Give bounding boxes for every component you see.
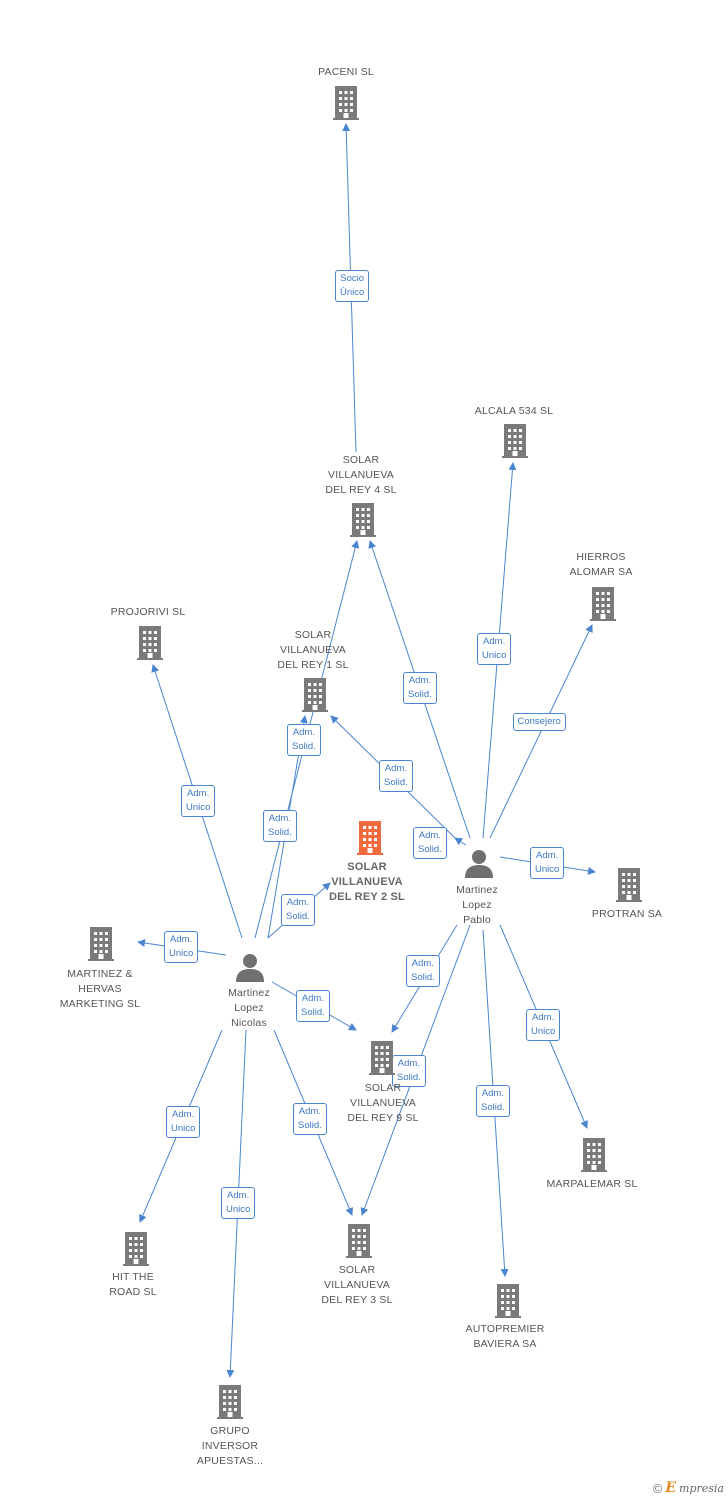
node-label-hitroad[interactable]: HIT THE ROAD SL [109, 1271, 157, 1298]
node-label-alcala[interactable]: ALCALA 534 SL [474, 404, 554, 417]
edge-label-pablo-to-marpalemar[interactable]: Adm. Unico [526, 1009, 561, 1041]
edge-label-nicolas-to-solar4[interactable]: Adm. Solid. [263, 810, 297, 842]
building-icon[interactable] [350, 503, 376, 542]
edge-label-pablo-to-solar1[interactable]: Adm. Solid. [379, 760, 413, 792]
person-icon[interactable] [235, 952, 265, 987]
building-icon[interactable] [590, 587, 616, 626]
brand-logo-initial: E [665, 1480, 677, 1496]
edge-label-nicolas-to-mhm[interactable]: Adm. Unico [164, 931, 199, 963]
edge-label-nicolas-to-solar1[interactable]: Adm. Solid. [287, 724, 321, 756]
node-label-solar3[interactable]: SOLAR VILLANUEVA DEL REY 3 SL [321, 1263, 393, 1306]
edge-pablo-to-hierros [489, 624, 593, 839]
building-icon[interactable] [502, 424, 528, 463]
building-icon[interactable] [137, 626, 163, 665]
edge-label-nicolas-to-grupo[interactable]: Adm. Unico [221, 1187, 256, 1219]
edge-label-nicolas-to-solar3[interactable]: Adm. Solid. [293, 1103, 327, 1135]
edge-pablo-to-solar2 [454, 837, 467, 846]
edge-label-pablo-to-solar3[interactable]: Adm. Solid. [392, 1055, 426, 1087]
node-label-solar1[interactable]: SOLAR VILLANUEVA DEL REY 1 SL [277, 628, 349, 671]
brand-logo-text: mpresia [679, 1481, 724, 1495]
node-label-pablo[interactable]: Martinez Lopez Pablo [456, 883, 498, 926]
node-label-solar2[interactable]: SOLAR VILLANUEVA DEL REY 2 SL [329, 860, 405, 903]
edge-label-nicolas-to-solar2[interactable]: Adm. Solid. [281, 894, 315, 926]
node-label-paceni[interactable]: PACENI SL [318, 65, 374, 78]
building-icon[interactable] [495, 1284, 521, 1323]
edge-label-nicolas-to-projorivi[interactable]: Adm. Unico [181, 785, 216, 817]
node-label-protran[interactable]: PROTRAN SA [591, 907, 663, 920]
building-icon[interactable] [217, 1385, 243, 1424]
node-label-grupo[interactable]: GRUPO INVERSOR APUESTAS... [196, 1424, 264, 1467]
node-label-autopremier[interactable]: AUTOPREMIER BAVIERA SA [465, 1323, 545, 1350]
node-label-mhm[interactable]: MARTINEZ & HERVAS MARKETING SL [59, 967, 141, 1010]
copyright-icon: © [652, 1480, 663, 1496]
edge-label-pablo-to-alcala[interactable]: Adm. Unico [477, 633, 512, 665]
node-label-hierros[interactable]: HIERROS ALOMAR SA [569, 551, 633, 578]
node-label-projorivi[interactable]: PROJORIVI SL [110, 605, 186, 618]
edge-label-solar4-to-paceni[interactable]: Socio Único [335, 270, 370, 302]
edge-label-pablo-to-protran[interactable]: Adm. Unico [530, 847, 565, 879]
person-icon[interactable] [464, 848, 494, 883]
edge-label-pablo-to-solar2[interactable]: Adm. Solid. [413, 827, 447, 859]
edge-label-pablo-to-hierros[interactable]: Consejero [512, 713, 566, 731]
building-icon[interactable] [333, 86, 359, 125]
building-icon[interactable] [302, 678, 328, 717]
building-icon[interactable] [369, 1041, 395, 1080]
edge-label-nicolas-to-hitroad[interactable]: Adm. Unico [166, 1106, 201, 1138]
building-icon[interactable] [346, 1224, 372, 1263]
building-icon[interactable] [616, 868, 642, 907]
edge-label-nicolas-to-solar9[interactable]: Adm. Solid. [296, 990, 330, 1022]
building-icon[interactable] [88, 927, 114, 966]
edge-label-pablo-to-autopremier[interactable]: Adm. Solid. [476, 1085, 510, 1117]
node-label-marpalemar[interactable]: MARPALEMAR SL [546, 1177, 638, 1190]
node-label-solar9[interactable]: SOLAR VILLANUEVA DEL REY 9 SL [347, 1081, 419, 1124]
edge-label-pablo-to-solar9[interactable]: Adm. Solid. [406, 955, 440, 987]
building-icon[interactable] [357, 821, 383, 860]
node-label-solar4[interactable]: SOLAR VILLANUEVA DEL REY 4 SL [325, 453, 397, 496]
node-label-nicolas[interactable]: Martinez Lopez Nicolas [228, 986, 270, 1029]
edge-label-pablo-to-solar4[interactable]: Adm. Solid. [403, 672, 437, 704]
building-icon[interactable] [581, 1138, 607, 1177]
building-icon[interactable] [123, 1232, 149, 1271]
